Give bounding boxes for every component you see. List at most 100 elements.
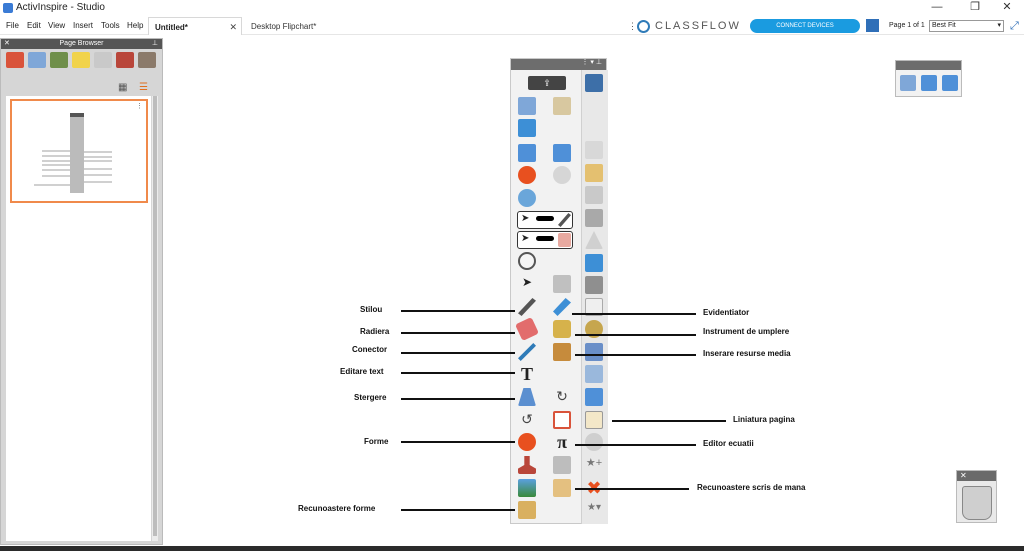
tab-desktop-flipchart[interactable]: Desktop Flipchart* (245, 17, 345, 35)
spotlight-icon[interactable] (585, 320, 603, 338)
previous-page-icon[interactable] (518, 144, 536, 162)
stamp-tool-icon[interactable] (518, 456, 536, 474)
group-icon[interactable] (585, 209, 603, 227)
more-options-icon[interactable]: ⋮ (628, 21, 637, 31)
mini-toolbox (895, 60, 962, 97)
share-button[interactable]: ⇪ (528, 76, 566, 90)
mini-toolbox-header[interactable] (896, 61, 961, 70)
grid-snap-icon[interactable] (585, 388, 603, 406)
equation-editor-icon[interactable]: π (557, 432, 567, 452)
menu-edit[interactable]: Edit (27, 21, 41, 30)
next-page-icon[interactable] (553, 144, 571, 162)
menu-help[interactable]: Help (127, 21, 144, 30)
main-menu-icon[interactable] (518, 97, 536, 115)
resources-icon[interactable] (28, 52, 46, 68)
pen-color-slot-1[interactable]: ➤ (517, 211, 573, 229)
scrollbar-thumb[interactable] (153, 96, 157, 536)
zoom-select[interactable]: Best Fit ▾ (929, 20, 1004, 32)
page-lines-icon[interactable] (585, 411, 603, 429)
reset-icon[interactable] (553, 411, 571, 429)
trash-icon[interactable] (962, 486, 992, 520)
page-tools-icon[interactable] (585, 186, 603, 204)
menu-file[interactable]: File (6, 21, 19, 30)
page-browser-title: Page Browser (59, 40, 104, 47)
page-browser: ✕ Page Browser ⊥ ▦ ☰ (0, 38, 163, 545)
list-view-icon[interactable]: ☰ (139, 82, 148, 93)
text-tool-icon[interactable]: T (520, 364, 533, 384)
page-icon[interactable] (866, 19, 879, 32)
film-icon[interactable] (585, 343, 603, 361)
pen-tool-icon[interactable] (518, 298, 536, 316)
graduation-cap-icon[interactable] (585, 433, 603, 451)
camera-tool-icon[interactable] (553, 456, 571, 474)
select-cursor-icon: ➤ (521, 233, 530, 244)
menu-tools[interactable]: Tools (101, 21, 120, 30)
close-icon[interactable]: ✕ (4, 40, 10, 47)
maximize-button[interactable]: ❐ (970, 1, 980, 13)
eraser-tool-icon[interactable] (515, 317, 539, 341)
tab-label: Untitled* (155, 23, 188, 32)
notes-icon[interactable] (72, 52, 90, 68)
menu-view[interactable]: View (48, 21, 66, 30)
play-icon[interactable] (553, 166, 571, 184)
clear-tool-icon[interactable] (518, 388, 536, 406)
reset-page-icon[interactable] (518, 166, 536, 184)
switch-profile-icon[interactable] (518, 119, 536, 137)
undo-icon[interactable]: ↺ (521, 411, 533, 427)
menu-insert[interactable]: Insert (73, 21, 94, 30)
connector-tool-icon[interactable] (518, 343, 536, 361)
fullscreen-icon[interactable]: ⤢ (1010, 20, 1019, 32)
property-icon[interactable] (94, 52, 112, 68)
paste-icon[interactable] (585, 365, 603, 383)
actions-icon[interactable] (116, 52, 134, 68)
magic-ink-icon[interactable] (585, 164, 603, 182)
pen-color-slot-2[interactable]: ➤ (517, 231, 573, 249)
mini-next-page-icon[interactable] (942, 75, 958, 91)
thumbnail-menu-icon[interactable]: ⋮ (136, 103, 143, 110)
clock-icon[interactable] (518, 252, 536, 270)
page-thumbnail[interactable]: ⋮ (10, 99, 148, 203)
marquee-select-icon[interactable] (553, 275, 571, 293)
color-swatch (536, 216, 554, 221)
label-forme: Forme (364, 437, 389, 446)
pages-icon[interactable] (6, 52, 24, 68)
objects-icon[interactable] (50, 52, 68, 68)
toolbox-menu-icon[interactable]: ⋮ ▾ ⊥ (581, 59, 602, 66)
grid-view-icon[interactable]: ▦ (118, 82, 128, 93)
connect-devices-button[interactable]: CONNECT DEVICES (750, 19, 860, 33)
tab-untitled[interactable]: Untitled* ✕ (148, 17, 242, 35)
browsers-icon[interactable] (553, 97, 571, 115)
image-tool-icon[interactable] (518, 479, 536, 497)
handwriting-recognition-icon[interactable] (553, 479, 571, 497)
redo-icon[interactable]: ↻ (556, 388, 568, 404)
lock-icon[interactable] (585, 298, 603, 316)
shape-recognition-icon[interactable] (518, 501, 536, 519)
pointer-line (401, 332, 515, 334)
favorites-add-icon[interactable]: ★+ (585, 457, 603, 469)
voting-icon[interactable] (138, 52, 156, 68)
user-edit-icon[interactable] (585, 74, 603, 92)
label-stergere: Stergere (354, 393, 387, 402)
highlighter-tool-icon[interactable] (553, 298, 571, 316)
toolbox-header[interactable]: ⋮ ▾ ⊥ (511, 59, 606, 70)
minimize-button[interactable]: — (931, 1, 943, 13)
favorites-menu-icon[interactable]: ★▾ (587, 502, 601, 513)
page-browser-scrollbar[interactable] (152, 96, 158, 541)
close-button[interactable]: ✕ (1002, 1, 1012, 13)
duplicate-icon[interactable] (585, 141, 603, 159)
desktop-annotate-icon[interactable] (518, 189, 536, 207)
fill-tool-icon[interactable] (553, 320, 571, 338)
clipboard-icon[interactable] (585, 254, 603, 272)
pin-icon[interactable]: ⊥ (151, 40, 158, 47)
classflow-logo-icon (637, 20, 650, 33)
close-icon[interactable]: ✕ (957, 471, 996, 481)
select-icon[interactable]: ➤ (521, 275, 533, 289)
mini-main-menu-icon[interactable] (900, 75, 916, 91)
reorder-icon[interactable] (585, 276, 603, 294)
close-tab-icon[interactable]: ✕ (229, 22, 237, 32)
pen-icon (558, 213, 571, 227)
insert-media-icon[interactable] (553, 343, 571, 361)
shape-tool-icon[interactable] (518, 433, 536, 451)
mini-previous-page-icon[interactable] (921, 75, 937, 91)
